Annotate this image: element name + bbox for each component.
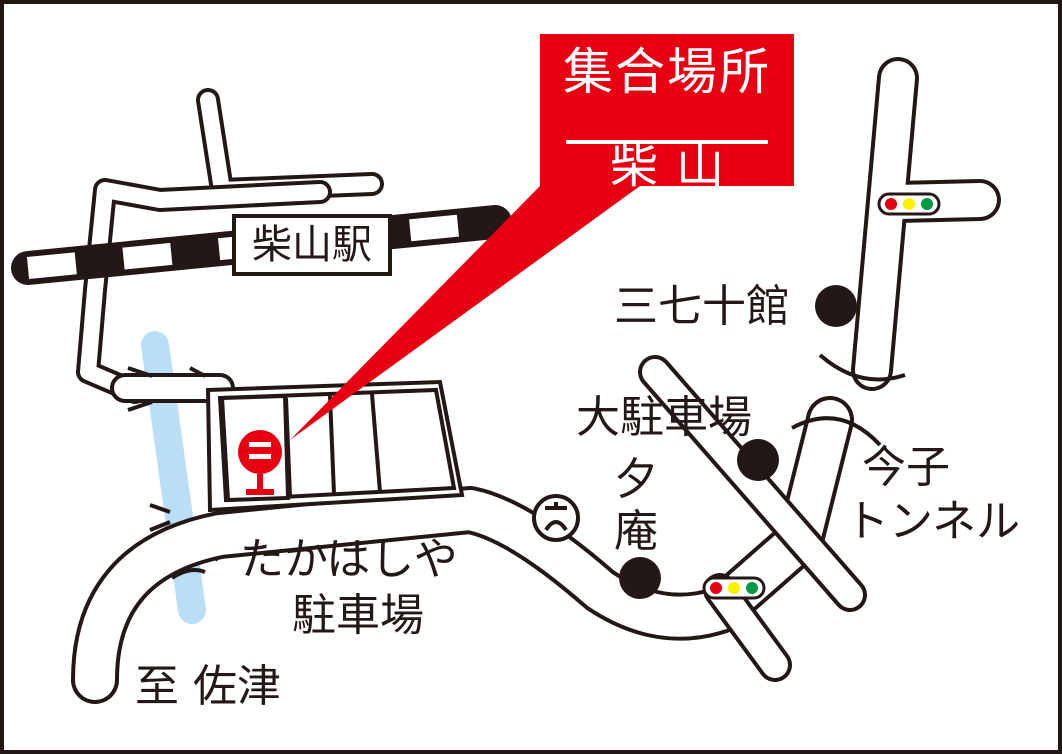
label-tunnel-1: 今子 [862, 442, 950, 493]
landmark-dot-icon [815, 285, 857, 327]
traffic-light-icon [702, 576, 766, 600]
landmark-dot-icon [619, 557, 661, 599]
meeting-pointer [290, 186, 640, 440]
label-yuan-1: 夕 [614, 454, 658, 505]
traffic-light-icon [877, 192, 941, 216]
road-cross [638, 355, 867, 682]
label-daichushajo: 大駐車場 [576, 392, 752, 443]
meeting-point-title: 集合場所 [563, 43, 771, 101]
road-northeast [818, 57, 1001, 391]
label-takahashiya: たかはしや [240, 534, 458, 585]
label-tunnel-2: トンネル [845, 496, 1021, 547]
label-to-sazu: 至 佐津 [135, 661, 281, 712]
label-sanshichijukan: 三七十館 [614, 281, 790, 332]
meeting-point-name: 柴山 [609, 138, 742, 194]
station-name: 柴山駅 [232, 214, 392, 276]
tunnel-portal [791, 416, 882, 447]
meeting-point-divider [566, 140, 768, 144]
landmark-dot-icon [737, 439, 779, 481]
label-yuan-2: 庵 [614, 506, 658, 557]
meeting-point-callout: 集合場所 柴山 [540, 34, 794, 194]
road-main [71, 396, 854, 704]
label-takahashiya-parking: 駐車場 [292, 590, 424, 641]
bus-stop-icon [238, 430, 282, 495]
school-icon [532, 494, 580, 542]
road-north [196, 88, 384, 202]
